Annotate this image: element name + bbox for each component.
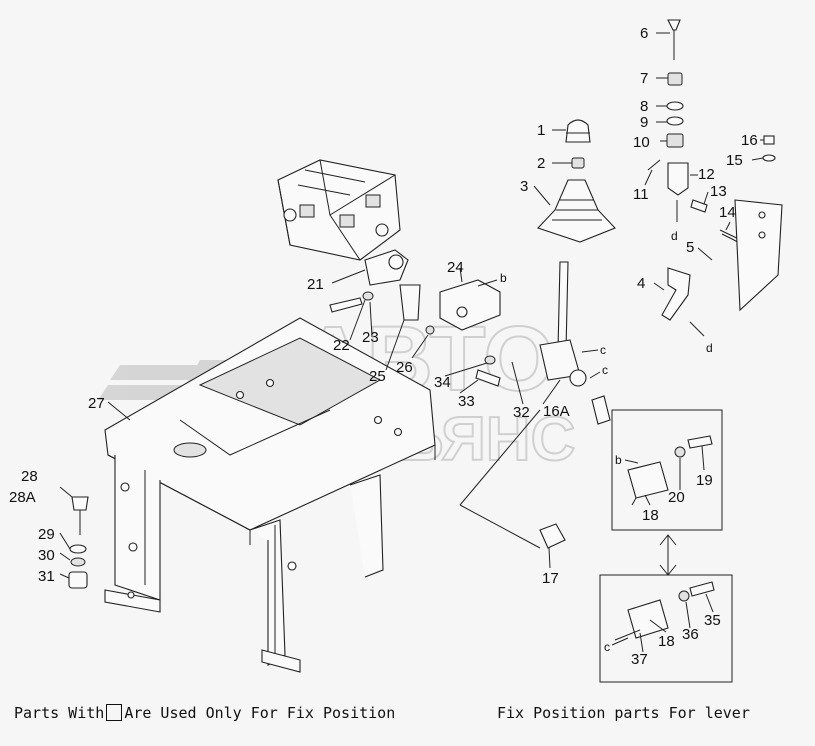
arrow-letter-d-top: d xyxy=(671,229,678,243)
bracket-24 xyxy=(439,279,501,331)
arrow-letter-c-lever: c xyxy=(600,343,606,357)
callout-22: 22 xyxy=(333,337,350,354)
bolt-16 xyxy=(763,135,775,145)
bolt-28 xyxy=(71,496,89,535)
callout-2: 2 xyxy=(537,155,545,172)
callout-27: 27 xyxy=(88,395,105,412)
callout-26: 26 xyxy=(396,359,413,376)
callout-12: 12 xyxy=(698,166,715,183)
callout-11: 11 xyxy=(633,186,649,203)
arm-4 xyxy=(661,267,691,321)
callout-13: 13 xyxy=(710,183,727,200)
fix-position-box-lower xyxy=(599,574,733,683)
lever-knob xyxy=(565,119,591,143)
arrow-letter-b: b xyxy=(500,271,507,285)
bolt-19 xyxy=(687,435,713,449)
arrow-letter-c-box: c xyxy=(604,640,610,654)
callout-14: 14 xyxy=(719,204,736,221)
stand-frame xyxy=(104,317,436,673)
washer-20 xyxy=(674,446,686,458)
callout-36: 36 xyxy=(682,626,699,643)
nut-23 xyxy=(362,291,374,301)
callout-1: 1 xyxy=(537,122,545,139)
callout-28a: 28A xyxy=(9,489,36,506)
shift-lever-16a xyxy=(539,261,611,425)
callout-20: 20 xyxy=(668,489,685,506)
callout-15: 15 xyxy=(726,152,743,169)
bolt-13 xyxy=(690,199,708,213)
bolt-6 xyxy=(667,19,681,60)
leader-lines xyxy=(59,32,764,653)
callout-5: 5 xyxy=(686,239,694,256)
washer-15 xyxy=(762,154,776,162)
callout-16a: 16A xyxy=(543,403,570,420)
nut-34 xyxy=(484,355,496,365)
callout-37: 37 xyxy=(631,651,648,668)
callout-18-upper: 18 xyxy=(642,507,659,524)
callout-32: 32 xyxy=(513,404,530,421)
washer-8 xyxy=(666,101,684,111)
callout-28: 28 xyxy=(21,468,38,485)
nut-31 xyxy=(68,571,88,589)
bracket-5 xyxy=(734,199,783,312)
pin-37 xyxy=(614,629,641,641)
bolt-35 xyxy=(689,581,715,597)
clevis-21 xyxy=(364,249,409,286)
caption-fix-position-note: Parts With Are Used Only For Fix Position xyxy=(14,704,395,722)
washer-9 xyxy=(666,116,684,126)
callout-3: 3 xyxy=(520,178,528,195)
callout-35: 35 xyxy=(704,612,721,629)
nut-26 xyxy=(425,325,435,335)
fix-position-box-upper xyxy=(611,409,723,531)
callout-30: 30 xyxy=(38,547,55,564)
arrow-letter-c-joint: c xyxy=(602,363,608,377)
callout-10: 10 xyxy=(633,134,650,151)
callout-6: 6 xyxy=(640,25,648,42)
callout-17: 17 xyxy=(542,570,559,587)
clevis-12 xyxy=(667,162,689,196)
callout-8: 8 xyxy=(640,98,648,115)
nut-10 xyxy=(666,133,684,148)
bolt-22 xyxy=(329,297,363,313)
callout-labels: 1 2 3 4 5 6 7 8 9 10 11 12 13 14 15 16 1… xyxy=(9,25,758,668)
rod-end-25 xyxy=(399,284,421,321)
callout-24: 24 xyxy=(447,259,464,276)
lever-boot xyxy=(537,179,616,243)
callout-21: 21 xyxy=(307,276,324,293)
callout-7: 7 xyxy=(640,70,648,87)
valve-block xyxy=(277,159,401,261)
callout-23: 23 xyxy=(362,329,379,346)
callout-19: 19 xyxy=(696,472,713,489)
pin-11 xyxy=(647,159,661,171)
washer-29 xyxy=(69,544,87,554)
callout-33: 33 xyxy=(458,393,475,410)
arrow-markers: b c c d d b c xyxy=(477,200,713,654)
arrow-letter-d-arm: d xyxy=(706,341,713,355)
nut-7 xyxy=(667,72,683,86)
callout-18-lower: 18 xyxy=(658,633,675,650)
callout-9: 9 xyxy=(640,114,648,131)
callout-34: 34 xyxy=(434,374,451,391)
callout-29: 29 xyxy=(38,526,55,543)
washer-36 xyxy=(678,590,690,602)
caption-left-before: Parts With xyxy=(14,704,105,722)
arrow-letter-b-box: b xyxy=(615,453,622,467)
swap-arrow xyxy=(659,534,677,576)
callout-31: 31 xyxy=(38,568,55,585)
callout-4: 4 xyxy=(637,275,645,292)
knob-nut xyxy=(571,157,585,169)
box-symbol-icon xyxy=(106,704,123,721)
callout-16: 16 xyxy=(741,132,758,149)
caption-fix-position-parts: Fix Position parts For lever xyxy=(497,704,750,722)
bolt-33 xyxy=(475,369,501,387)
callout-25: 25 xyxy=(369,368,386,385)
bushing-17 xyxy=(539,523,566,549)
caption-left-after: Are Used Only For Fix Position xyxy=(124,704,396,722)
washer-30 xyxy=(70,557,86,567)
